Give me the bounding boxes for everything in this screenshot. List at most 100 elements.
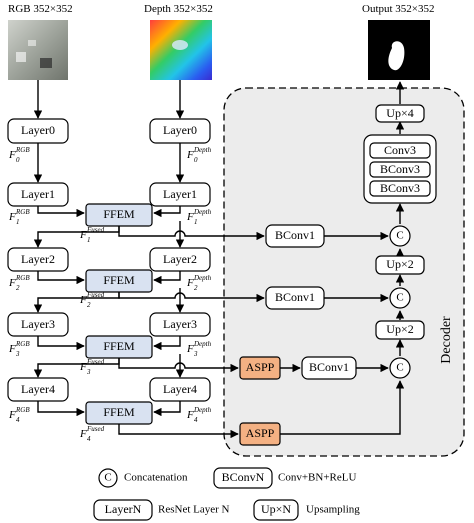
svg-text:BConv1: BConv1 [275,228,315,242]
svg-text:Layer3: Layer3 [21,317,55,331]
svg-text:Layer1: Layer1 [21,187,55,201]
svg-text:RGB: RGB [15,274,30,282]
svg-text:Fused: Fused [86,358,105,366]
up4-box: Up×4 [376,105,424,122]
bconv1-box-1: BConv1 [266,225,324,247]
svg-text:FFEM: FFEM [103,207,135,221]
svg-text:ASPP: ASPP [246,360,275,374]
svg-text:Depth: Depth [193,274,212,282]
svg-text:LayerN: LayerN [105,502,142,516]
depth-layer0-box: Layer0 [150,119,210,143]
rgb-title: RGB 352×352 [8,3,73,15]
svg-text:C: C [396,362,403,374]
conv-block: Conv3 BConv3 BConv3 [364,135,436,203]
svg-text:Layer3: Layer3 [163,317,197,331]
ffem-box-2: FFEM [86,270,152,292]
decoder-label: Decoder [439,316,454,364]
rgb-layer2-box: Layer2 [8,248,68,271]
bconv1-box-2: BConv1 [266,287,324,309]
svg-text:BConvN: BConvN [222,470,265,484]
svg-text:F: F [186,149,194,161]
svg-text:F: F [186,277,194,289]
svg-text:RGB: RGB [15,406,30,414]
svg-text:F: F [79,428,87,440]
svg-text:Layer0: Layer0 [163,123,197,137]
svg-text:Up×2: Up×2 [386,257,413,271]
concat-node-1: C [390,226,410,246]
svg-text:BConv1: BConv1 [309,360,349,374]
depth-image [150,20,212,80]
svg-text:RGB: RGB [15,208,30,216]
svg-text:FFEM: FFEM [103,339,135,353]
svg-text:4: 4 [194,416,198,424]
svg-text:F: F [8,211,16,223]
svg-text:FFEM: FFEM [103,405,135,419]
svg-text:Layer4: Layer4 [163,382,197,396]
depth-layer3-box: Layer3 [150,313,210,336]
rgb-layer3-box: Layer3 [8,313,68,336]
svg-text:4: 4 [16,416,20,424]
svg-text:Up×4: Up×4 [386,106,413,120]
ffem-box-3: FFEM [86,336,152,358]
svg-text:ResNet Layer N: ResNet Layer N [158,504,230,516]
depth-layer2-box: Layer2 [150,248,210,271]
svg-text:F: F [186,409,194,421]
bconv1-box-3: BConv1 [302,357,356,379]
output-title: Output 352×352 [362,3,435,15]
svg-text:4: 4 [87,435,91,443]
svg-text:Depth: Depth [193,208,212,216]
svg-text:C: C [396,292,403,304]
up2-box-1: Up×2 [376,256,424,274]
svg-text:2: 2 [87,301,91,309]
svg-text:BConv3: BConv3 [380,162,420,176]
svg-text:Layer1: Layer1 [163,187,197,201]
svg-text:2: 2 [194,284,198,292]
output-image [368,20,430,80]
legend-bconv: BConvN Conv+BN+ReLU [214,468,356,488]
svg-text:F: F [186,343,194,355]
svg-text:Layer2: Layer2 [21,252,55,266]
svg-text:ASPP: ASPP [246,426,275,440]
legend: C Concatenation BConvN Conv+BN+ReLU Laye… [94,468,360,520]
svg-text:RGB: RGB [15,340,30,348]
svg-text:1: 1 [16,218,20,226]
svg-text:Conv+BN+ReLU: Conv+BN+ReLU [278,472,356,484]
svg-text:3: 3 [15,350,20,358]
svg-text:F: F [79,294,87,306]
svg-text:0: 0 [194,156,198,164]
svg-text:F: F [79,229,87,241]
svg-text:F: F [79,361,87,373]
svg-text:C: C [104,472,111,484]
svg-text:F: F [8,277,16,289]
aspp-box-2: ASPP [240,423,280,445]
aspp-box-1: ASPP [240,357,280,379]
svg-text:RGB: RGB [15,146,30,154]
svg-text:F: F [8,343,16,355]
svg-text:Fused: Fused [86,226,105,234]
legend-layer: LayerN ResNet Layer N [94,500,230,520]
up2-box-2: Up×2 [376,321,424,339]
svg-text:Fused: Fused [86,425,105,433]
svg-text:Layer2: Layer2 [163,252,197,266]
svg-text:Layer0: Layer0 [21,123,55,137]
svg-text:Upsampling: Upsampling [306,504,360,516]
rgb-layer4-box: Layer4 [8,378,68,401]
ffem-box-4: FFEM [86,402,152,424]
svg-text:BConv3: BConv3 [380,181,420,195]
svg-text:Conv3: Conv3 [384,143,416,157]
svg-text:FFEM: FFEM [103,273,135,287]
depth-layer1-box: Layer1 [150,183,210,206]
rgb-layer1-box: Layer1 [8,183,68,206]
svg-text:F: F [8,149,16,161]
svg-text:Depth: Depth [193,146,212,154]
svg-text:0: 0 [16,156,20,164]
svg-text:Depth: Depth [193,406,212,414]
